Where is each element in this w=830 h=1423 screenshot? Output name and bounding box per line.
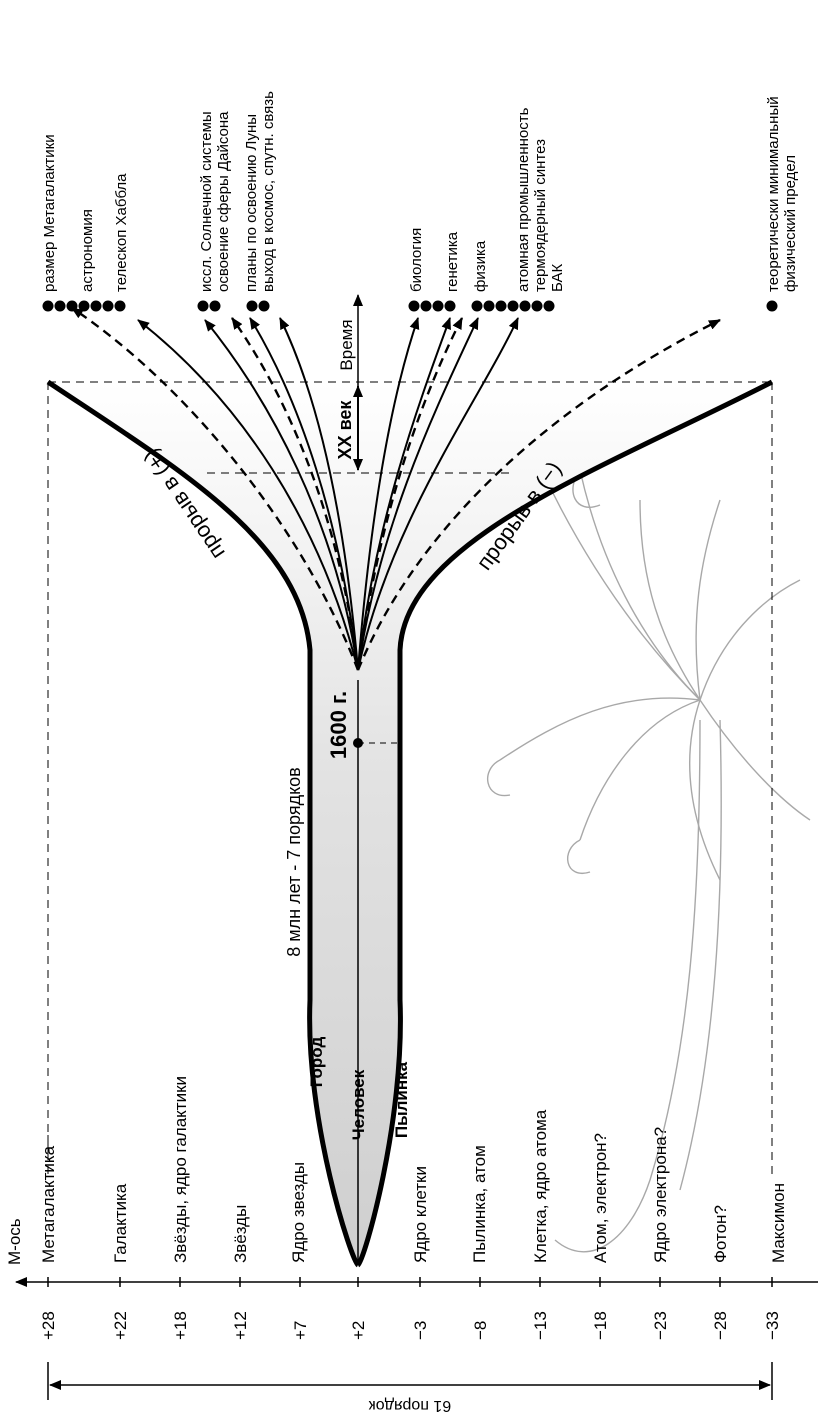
- city-label: Город: [307, 1037, 326, 1088]
- tick-label: +12: [231, 1311, 250, 1340]
- level-photon: Фотон?: [711, 1205, 730, 1263]
- funnel-edge-plus: [46, 379, 360, 1268]
- xx-century-label: XX век: [335, 400, 355, 460]
- tick-label: +28: [39, 1311, 58, 1340]
- tick-label: +18: [171, 1311, 190, 1340]
- span-orders-label: 61 порядок: [368, 1397, 451, 1414]
- label-atomic-industry: атомная промышленность: [515, 107, 532, 292]
- direction-dots-plus: [42, 300, 270, 312]
- level-cell-atom-nucleus: Клетка, ядро атома: [531, 1109, 550, 1263]
- tick-label: −3: [411, 1321, 430, 1340]
- funnel-edge-minus: [355, 379, 774, 1268]
- year-1600-dot: [353, 738, 363, 748]
- tick-label: −33: [763, 1311, 782, 1340]
- level-stars: Звёзды: [231, 1205, 250, 1263]
- label-physical-limit-2: физический предел: [782, 155, 799, 292]
- m-axis-label: М-ось: [5, 1218, 24, 1265]
- span-label: 8 млн лет - 7 порядков: [284, 767, 304, 956]
- tick-label: −18: [591, 1311, 610, 1340]
- label-dyson-sphere: освоение сферы Дайсона: [215, 111, 232, 292]
- human-label: Человек: [349, 1069, 368, 1140]
- level-dust-atom: Пылинка, атом: [470, 1145, 489, 1263]
- development-arrows: [137, 317, 519, 671]
- level-stars-galaxy-core: Звёзды, ядро галактики: [171, 1076, 190, 1263]
- breakthrough-arrows: [71, 307, 721, 671]
- dust-label: Пылинка: [392, 1061, 411, 1138]
- funnel-shape: [48, 382, 772, 1265]
- tick-label: −23: [651, 1311, 670, 1340]
- tick-label: −13: [531, 1311, 550, 1340]
- tick-label: +22: [111, 1311, 130, 1340]
- axis-tick-labels: +28 +22 +18 +12 +7 +2 −3 −8 −13 −18 −23 …: [39, 1311, 782, 1340]
- time-label: Время: [337, 319, 356, 370]
- tick-label: +7: [291, 1321, 310, 1340]
- level-star-core: Ядро звезды: [289, 1162, 308, 1263]
- level-electron-nucleus: Ядро электрона?: [651, 1127, 670, 1263]
- level-atom-electron: Атом, электрон?: [591, 1133, 610, 1263]
- label-metagalaxy-size: размер Метагалактики: [41, 134, 58, 292]
- tick-label: +2: [349, 1321, 368, 1340]
- tick-label: −8: [471, 1321, 490, 1340]
- label-fusion: термоядерный синтез: [532, 139, 549, 292]
- label-moon-plans: планы по освоению Луны: [243, 114, 260, 292]
- level-galaxy: Галактика: [111, 1183, 130, 1263]
- label-hubble: телескоп Хаббла: [113, 173, 130, 292]
- level-maximon: Максимон: [769, 1183, 788, 1263]
- label-genetics: генетика: [444, 231, 461, 292]
- tick-label: −28: [711, 1311, 730, 1340]
- label-biology: биология: [408, 228, 425, 292]
- label-solar-system: иссл. Солнечной системы: [198, 111, 215, 292]
- axis-tick-marks: [47, 1277, 773, 1287]
- label-lhc: БАК: [549, 263, 566, 292]
- year-1600-label: 1600 г.: [326, 691, 351, 759]
- direction-dots-minus: [408, 300, 778, 312]
- label-astronomy: астрономия: [79, 209, 96, 292]
- level-labels: Метагалактика Галактика Звёзды, ядро гал…: [39, 1076, 788, 1263]
- label-space-exit: выход в космос, спутн. связь: [260, 91, 277, 292]
- level-metagalaxy: Метагалактика: [39, 1145, 58, 1263]
- label-physics: физика: [472, 240, 489, 292]
- level-cell-nucleus: Ядро клетки: [411, 1166, 430, 1263]
- label-physical-limit-1: теоретически минимальный: [765, 96, 782, 292]
